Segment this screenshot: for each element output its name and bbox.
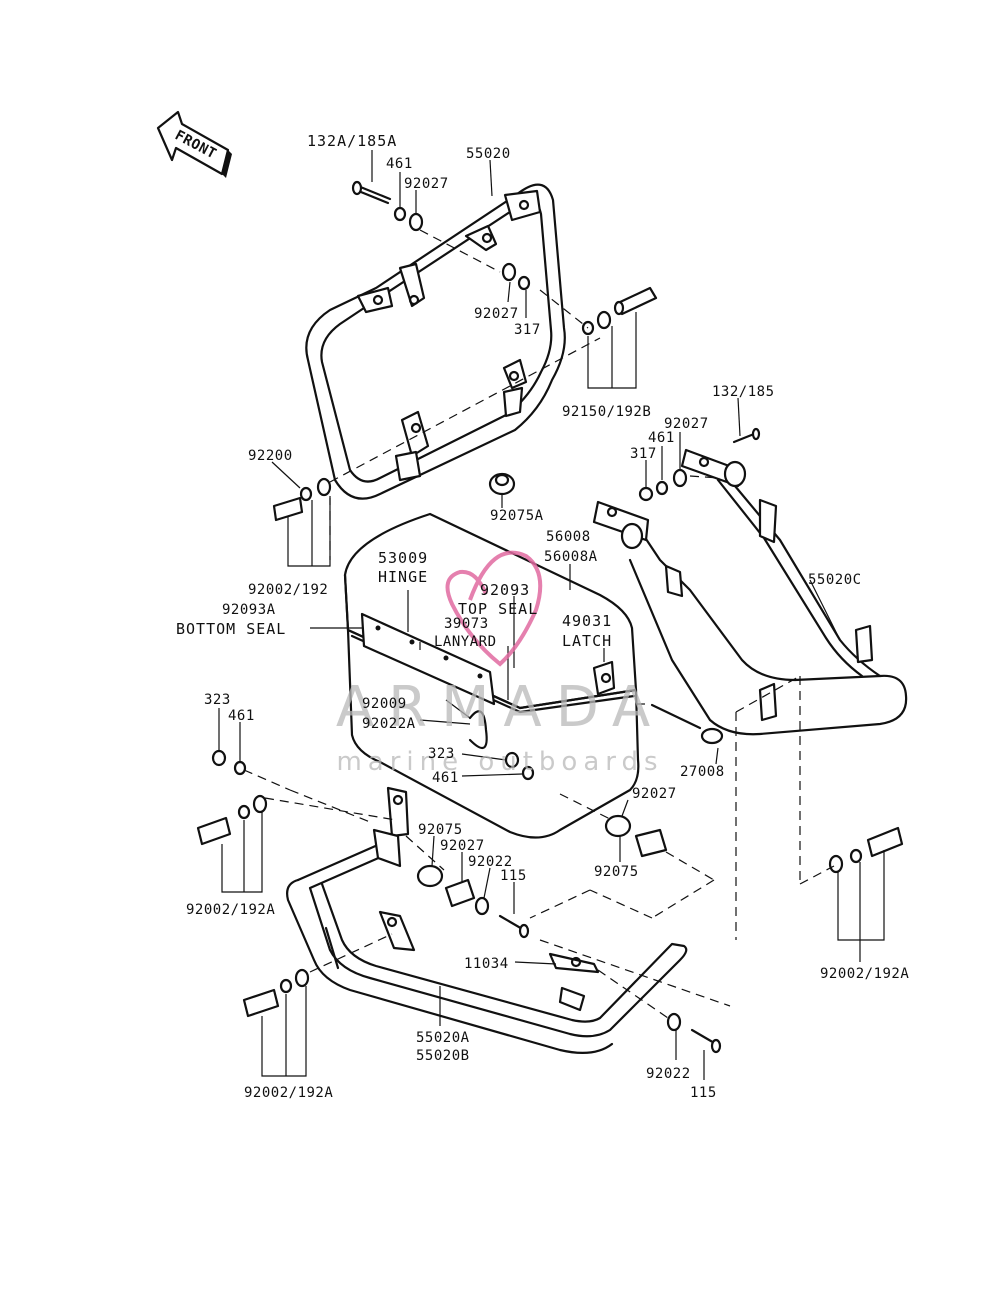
label-92022a: 92022A bbox=[362, 716, 416, 732]
frame-55020 bbox=[305, 183, 566, 500]
front-arrow-icon: FRONT bbox=[156, 110, 232, 178]
watermark-logo-icon bbox=[445, 550, 543, 667]
label-39073: 39073 bbox=[444, 616, 489, 632]
label-92002-192: 92002/192 bbox=[248, 582, 328, 598]
grommet-92075-right bbox=[604, 814, 632, 838]
label-461-right: 461 bbox=[648, 430, 675, 446]
assembly-lines bbox=[243, 229, 835, 1019]
grommet-92075-left bbox=[416, 864, 444, 888]
bolt-92002-192 bbox=[272, 477, 332, 522]
label-92027-mid: 92027 bbox=[474, 306, 519, 322]
label-92002-192a-bottom: 92002/192A bbox=[244, 1085, 333, 1101]
washer-461-center bbox=[521, 765, 535, 781]
label-323-center: 323 bbox=[428, 746, 455, 762]
label-55020a: 55020A bbox=[416, 1030, 470, 1046]
collar-92027-lower bbox=[634, 828, 668, 858]
washer-461-top bbox=[393, 206, 407, 222]
bolt-115-right bbox=[690, 1028, 722, 1054]
label-92009: 92009 bbox=[362, 696, 407, 712]
label-461-center: 461 bbox=[432, 770, 459, 786]
washer-461-left bbox=[233, 760, 247, 776]
label-11034: 11034 bbox=[464, 956, 509, 972]
nut-323-left bbox=[211, 749, 227, 767]
washer-92027-right bbox=[672, 468, 688, 488]
label-92075-right: 92075 bbox=[594, 864, 639, 880]
bolt-115-bot bbox=[498, 914, 530, 939]
label-latch: LATCH bbox=[562, 632, 612, 650]
label-461-left: 461 bbox=[228, 708, 255, 724]
washer-92022-right bbox=[666, 1012, 682, 1032]
label-hinge: HINGE bbox=[378, 568, 428, 586]
watermark-tagline: marine outboards bbox=[336, 747, 663, 777]
case-body-56008 bbox=[343, 512, 640, 839]
nut-317-right bbox=[638, 486, 654, 502]
label-92027-lower: 92027 bbox=[632, 786, 677, 802]
label-92200: 92200 bbox=[248, 448, 293, 464]
leader-lines bbox=[218, 150, 885, 1080]
label-92027-bot: 92027 bbox=[440, 838, 485, 854]
label-92002-192a-right: 92002/192A bbox=[820, 966, 909, 982]
frame-55020c bbox=[592, 448, 908, 736]
label-461-top: 461 bbox=[386, 156, 413, 172]
label-56008: 56008 bbox=[546, 529, 591, 545]
label-27008: 27008 bbox=[680, 764, 725, 780]
label-92027-top: 92027 bbox=[404, 176, 449, 192]
bolt-92002-192a-right bbox=[828, 826, 904, 874]
washer-92027-top bbox=[408, 212, 424, 232]
label-317-mid: 317 bbox=[514, 322, 541, 338]
nut-317-mid bbox=[517, 275, 531, 291]
label-55020b: 55020B bbox=[416, 1048, 470, 1064]
label-92027-right: 92027 bbox=[664, 416, 709, 432]
label-92075a: 92075A bbox=[490, 508, 544, 524]
label-53009: 53009 bbox=[378, 549, 428, 567]
label-bottom-seal: BOTTOM SEAL bbox=[176, 620, 286, 638]
watermark-brand: ARMADA bbox=[336, 675, 664, 740]
label-132-185: 132/185 bbox=[712, 384, 775, 400]
label-115-bot: 115 bbox=[500, 868, 527, 884]
label-92002-192a-left: 92002/192A bbox=[186, 902, 275, 918]
label-92075-left: 92075 bbox=[418, 822, 463, 838]
label-92022-bot: 92022 bbox=[468, 854, 513, 870]
bolt-92002-192a-bottom bbox=[242, 968, 310, 1018]
bolt-132-185 bbox=[732, 427, 761, 444]
label-115-right: 115 bbox=[690, 1085, 717, 1101]
part-labels: 132A/185A 461 92027 55020 92027 317 9215… bbox=[176, 132, 909, 1101]
label-132a-185a: 132A/185A bbox=[307, 132, 397, 150]
bolt-92002-192a-left bbox=[196, 794, 268, 846]
frame-55020a bbox=[286, 786, 688, 1055]
key-27008 bbox=[650, 703, 724, 745]
bolt-132a-185a bbox=[351, 180, 392, 205]
label-323-left: 323 bbox=[204, 692, 231, 708]
collar-92027-bot bbox=[444, 878, 476, 908]
washer-92022-bot bbox=[474, 896, 490, 916]
label-56008a: 56008A bbox=[544, 549, 598, 565]
bolt-92150-192b bbox=[581, 286, 658, 336]
label-55020c: 55020C bbox=[808, 572, 862, 588]
label-55020: 55020 bbox=[466, 146, 511, 162]
label-92093: 92093 bbox=[480, 581, 530, 599]
label-49031: 49031 bbox=[562, 612, 612, 630]
label-92150-192b: 92150/192B bbox=[562, 404, 651, 420]
label-92022-right: 92022 bbox=[646, 1066, 691, 1082]
washer-92027-mid bbox=[501, 262, 517, 282]
label-lanyard: LANYARD bbox=[434, 634, 497, 650]
label-92093a: 92093A bbox=[222, 602, 276, 618]
washer-461-right bbox=[655, 480, 669, 496]
label-317-right: 317 bbox=[630, 446, 657, 462]
label-top-seal: TOP SEAL bbox=[458, 600, 538, 618]
watermark: ARMADA marine outboards bbox=[336, 550, 664, 777]
